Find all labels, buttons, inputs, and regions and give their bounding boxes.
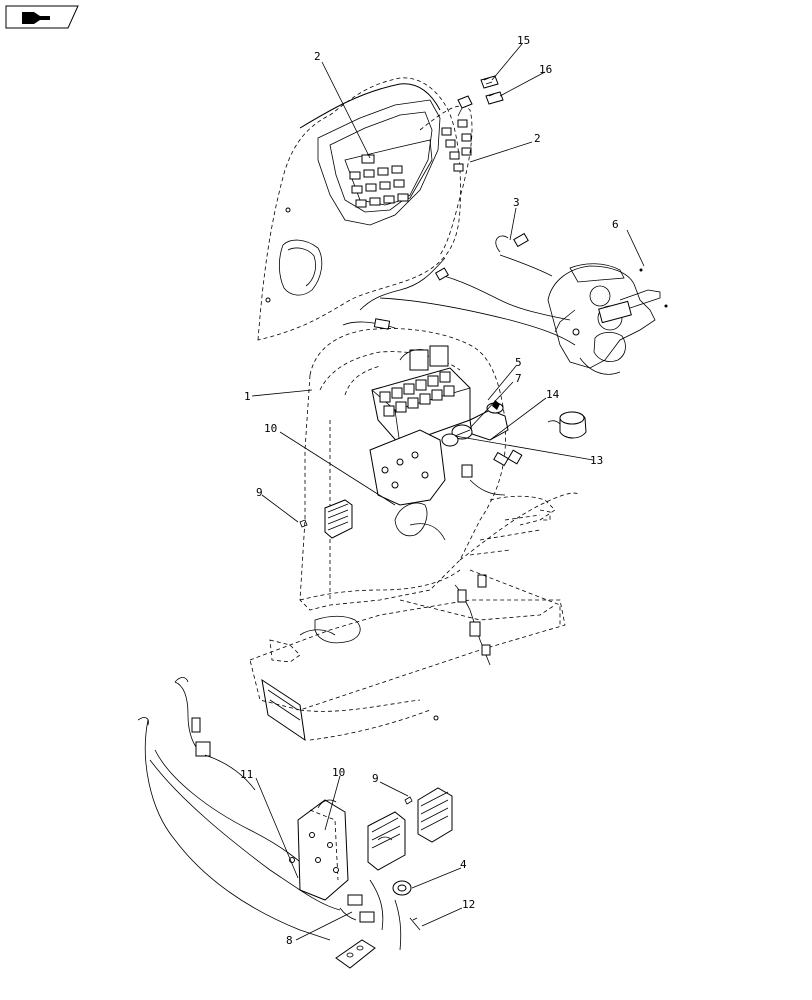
- floor-plate: [249, 599, 566, 742]
- relay-module-9: [299, 499, 353, 539]
- callout-4: 4: [460, 858, 467, 871]
- callout-3: 3: [513, 196, 520, 209]
- callout-16: 16: [539, 63, 552, 76]
- callout-14: 14: [546, 388, 560, 401]
- lower-bracket-10: [289, 799, 349, 901]
- harness-connectors-mid: [461, 449, 523, 496]
- lower-console: [299, 328, 581, 611]
- column-switch-assembly: [547, 263, 668, 375]
- lower-cable-loop: [137, 677, 341, 941]
- callout-10-top: 10: [264, 422, 277, 435]
- callout-6: 6: [612, 218, 619, 231]
- connector-14: [547, 411, 587, 439]
- upper-harness: [342, 232, 576, 346]
- switch-bank-left: [349, 154, 409, 208]
- fuse-relay-block: [371, 345, 471, 446]
- callout-7: 7: [515, 372, 522, 385]
- connector-small-2: [457, 95, 473, 117]
- callout-8: 8: [286, 934, 293, 947]
- connector-16: [485, 91, 504, 105]
- control-module-lower: [367, 811, 406, 871]
- lower-connectors: [339, 879, 402, 951]
- callout-9-top: 9: [256, 486, 263, 499]
- callout-11: 11: [240, 768, 253, 781]
- callout-2-right: 2: [534, 132, 541, 145]
- back-arrow-icon[interactable]: [5, 5, 79, 29]
- upper-console: [257, 77, 473, 341]
- leader-lines: [251, 43, 645, 941]
- callout-2-top: 2: [314, 50, 321, 63]
- mounting-bracket: [369, 429, 446, 541]
- callout-9-lower: 9: [372, 772, 379, 785]
- callout-1: 1: [244, 390, 251, 403]
- connector-15: [480, 75, 499, 89]
- key-fob-8: [335, 939, 376, 969]
- callout-15: 15: [517, 34, 530, 47]
- callout-5: 5: [515, 356, 522, 369]
- module-9-lower: [404, 787, 453, 843]
- callout-13: 13: [590, 454, 603, 467]
- switch-bank-right: [441, 119, 472, 172]
- callout-labels: 2 15 16 2 3 6 5 7 14 1 10 13 9 11 10 9 4…: [240, 34, 619, 947]
- callout-12: 12: [462, 898, 475, 911]
- floor-harness: [399, 569, 561, 666]
- callout-10-lower: 10: [332, 766, 345, 779]
- screw-12: [409, 917, 421, 931]
- grommet-4: [392, 880, 412, 896]
